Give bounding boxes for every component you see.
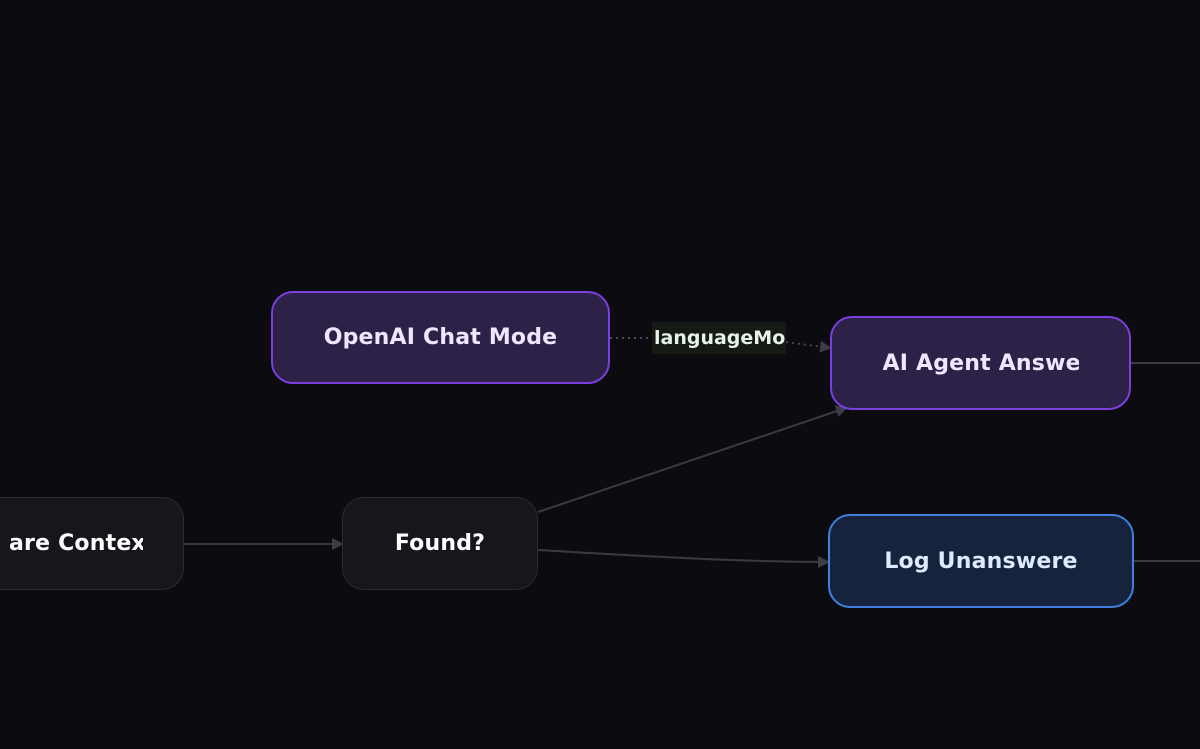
edge-openai-to-ai-agent[interactable] [610, 338, 830, 348]
node-openai-chat-model[interactable]: OpenAI Chat Mode [271, 291, 610, 384]
node-prepare-context[interactable]: are Contex [0, 497, 184, 590]
node-label-ai-agent-answer: AI Agent Answe [882, 350, 1079, 376]
edge-label-language-model: languageMoc [652, 322, 786, 354]
node-label-openai-chat-model: OpenAI Chat Mode [323, 325, 558, 350]
node-label-prepare-context: are Contex [9, 531, 143, 556]
node-log-unanswered[interactable]: Log Unanswere [828, 514, 1134, 608]
node-ai-agent-answer[interactable]: AI Agent Answe [830, 316, 1131, 410]
node-label-log-unanswered: Log Unanswere [884, 548, 1078, 574]
edge-found-to-ai-agent[interactable] [537, 405, 848, 513]
node-label-found: Found? [394, 531, 486, 556]
node-found[interactable]: Found? [342, 497, 538, 590]
edge-found-to-log[interactable] [537, 549, 830, 568]
